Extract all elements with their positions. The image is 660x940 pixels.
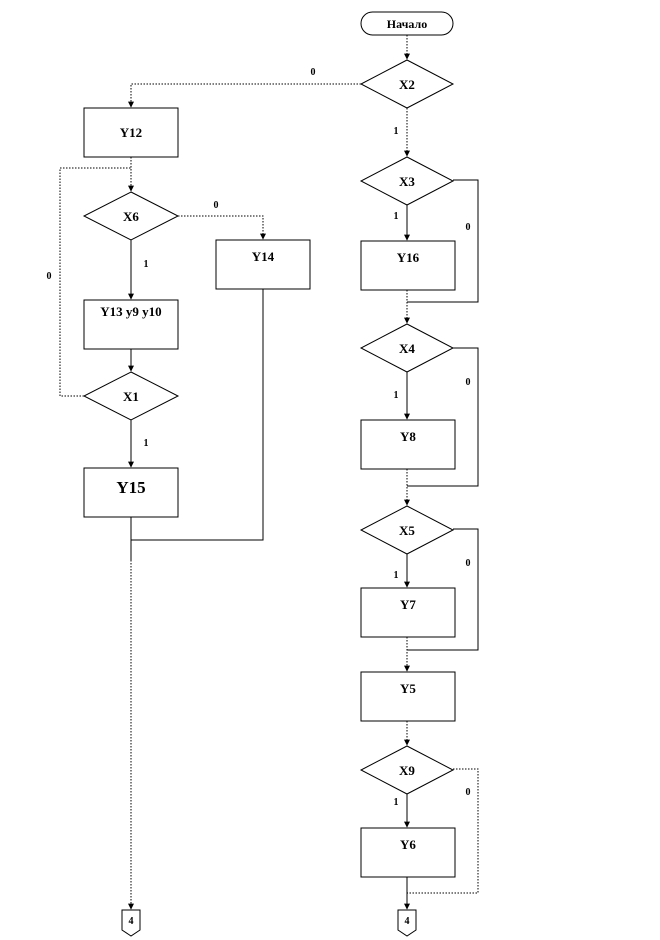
left-offpage-connector: 4: [121, 909, 141, 937]
decision-diamond: [359, 505, 455, 555]
edge-label-x1-no: 0: [47, 271, 52, 282]
process-box: [360, 587, 456, 638]
edge-x9-bypass: [407, 768, 479, 894]
node-label: X3: [399, 174, 415, 189]
process-box: [83, 107, 179, 158]
process-box: [360, 240, 456, 291]
decision-diamond: [359, 156, 455, 206]
node-x2: X2: [359, 59, 455, 109]
node-label: X6: [123, 209, 139, 224]
node-label: Y13 y9 y10: [100, 304, 161, 319]
start-terminator: [360, 11, 454, 36]
process-box: [83, 299, 179, 350]
edge-label-x3-yes: 1: [394, 211, 399, 222]
edge-x1-loop: [59, 167, 131, 397]
node-label: X5: [399, 523, 415, 538]
edges: [59, 35, 479, 910]
process-box: [360, 671, 456, 722]
node-y7: Y7: [360, 587, 456, 638]
edge-label-x6-yes: 1: [144, 259, 149, 270]
edge-x6-y14: [178, 215, 266, 240]
node-label: Y16: [397, 250, 420, 265]
node-x3: X3: [359, 156, 455, 206]
connector-label: 4: [405, 916, 410, 927]
node-y14: Y14: [215, 239, 311, 290]
edge-label-x3-no: 0: [466, 222, 471, 233]
node-label: Y14: [252, 249, 275, 264]
node-label: Y6: [400, 837, 416, 852]
edge-label-x6-no: 0: [214, 200, 219, 211]
right-offpage-connector: 4: [397, 909, 417, 937]
edge-labels: 0 1 0 1 0 1 1 0 1 0 1 0 1 0: [47, 67, 471, 808]
edge-x3-bypass: [407, 179, 479, 303]
node-y8: Y8: [360, 419, 456, 470]
node-label: X2: [399, 77, 415, 92]
start-label: Начало: [387, 17, 427, 31]
connector-label: 4: [129, 916, 134, 927]
edge-label-x2-yes: 1: [394, 126, 399, 137]
node-x9: X9: [359, 745, 455, 795]
edge-x4-bypass: [407, 347, 479, 487]
process-box: [83, 467, 179, 518]
node-x6: X6: [82, 191, 180, 241]
edge-x2-y12: [128, 83, 361, 108]
edge-label-x9-yes: 1: [394, 797, 399, 808]
connector-shape: [121, 909, 141, 937]
edge-label-x9-no: 0: [466, 787, 471, 798]
edge-x5-bypass: [407, 528, 479, 651]
decision-diamond: [359, 59, 455, 109]
node-label: Y15: [116, 478, 145, 497]
node-y15: Y15: [83, 467, 179, 518]
node-y13: Y13 y9 y10: [83, 299, 179, 350]
process-box: [360, 419, 456, 470]
edge-label-x5-yes: 1: [394, 570, 399, 581]
connector-shape: [397, 909, 417, 937]
process-box: [215, 239, 311, 290]
node-y5: Y5: [360, 671, 456, 722]
node-label: Y7: [400, 597, 416, 612]
decision-diamond: [82, 191, 180, 241]
edge-label-x5-no: 0: [466, 558, 471, 569]
edge-label-x4-no: 0: [466, 377, 471, 388]
node-x5: X5: [359, 505, 455, 555]
node-label: Y5: [400, 681, 416, 696]
process-box: [360, 827, 456, 878]
node-label: Y8: [400, 429, 416, 444]
node-label: X4: [399, 341, 415, 356]
node-x4: X4: [359, 323, 455, 373]
node-x1: X1: [82, 371, 180, 421]
node-label: Y12: [120, 125, 142, 140]
node-y16: Y16: [360, 240, 456, 291]
node-start: Начало: [360, 11, 454, 36]
node-y12: Y12: [83, 107, 179, 158]
edge-y14-join: [131, 289, 264, 541]
edge-label-x4-yes: 1: [394, 390, 399, 401]
decision-diamond: [359, 323, 455, 373]
node-label: X9: [399, 763, 415, 778]
decision-diamond: [359, 745, 455, 795]
node-label: X1: [123, 389, 139, 404]
edge-label-x2-no: 0: [311, 67, 316, 78]
edge-label-x1-yes: 1: [144, 438, 149, 449]
decision-diamond: [82, 371, 180, 421]
node-y6: Y6: [360, 827, 456, 878]
